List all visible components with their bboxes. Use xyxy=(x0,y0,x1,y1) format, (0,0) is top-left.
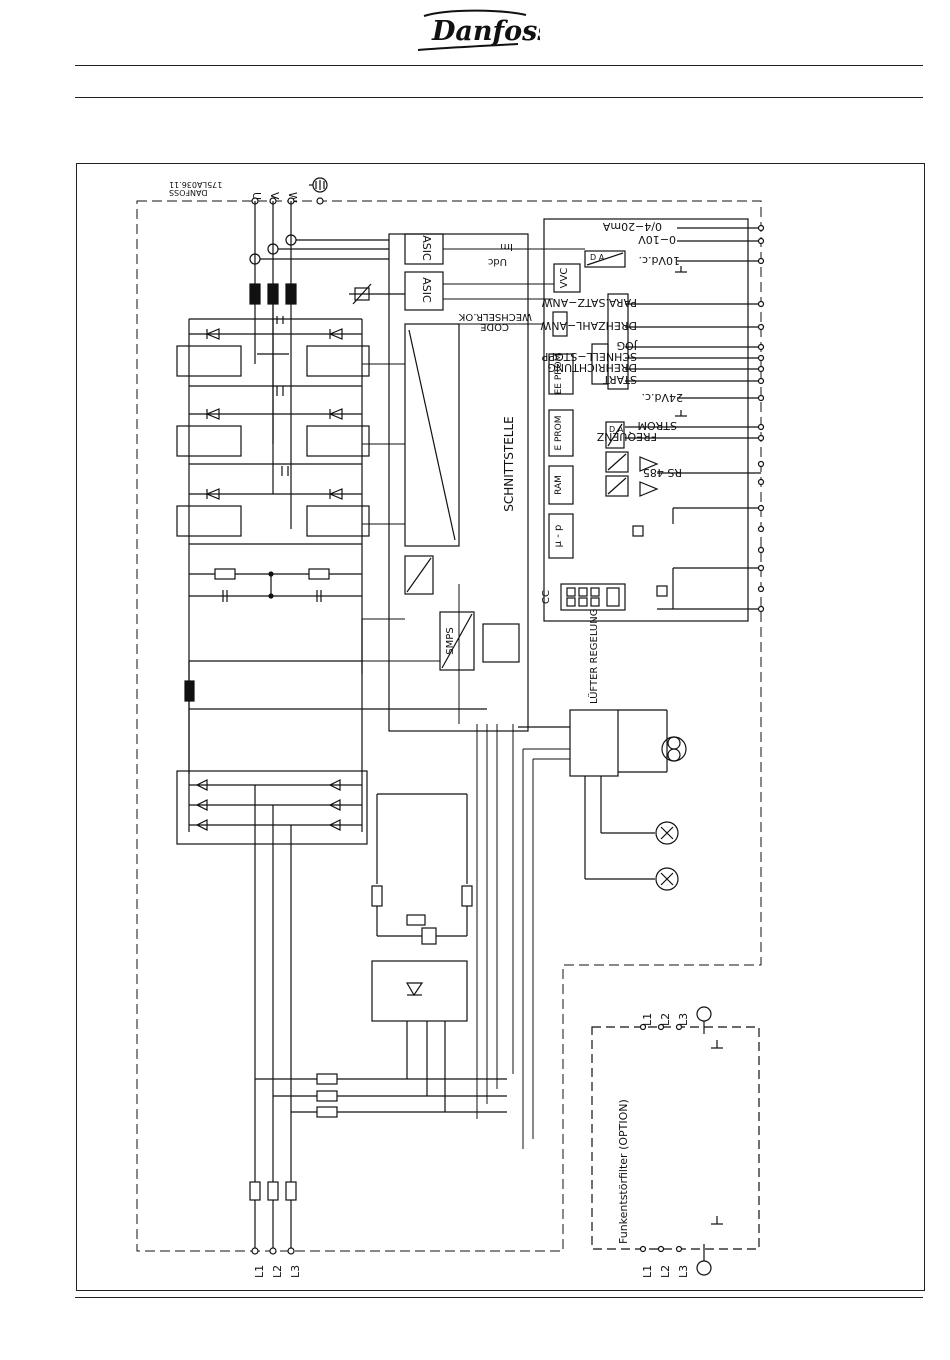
control-card: VVC EE PROM E PROM RAM μ - p CC D A D A xyxy=(541,218,749,622)
terminal-w: W xyxy=(286,192,299,203)
rfi-in-l3: L3 xyxy=(677,1265,690,1278)
im-label: Im xyxy=(500,241,513,252)
terminal-row-0: 0/4−20mA xyxy=(602,220,765,233)
wechselrichter-label: WECHSELR.OK xyxy=(458,311,532,322)
eprom-label: E PROM xyxy=(554,415,564,450)
rfi-filter: Funkentstörfilter (OPTION) L1 L2 L3 L1 L… xyxy=(591,1006,760,1278)
terminal-analog-voltage: 0−10V xyxy=(638,233,676,246)
control-board: ASIC ASIC SCHNITTSTELLE Udc Im CODE WECH… xyxy=(349,233,532,732)
terminal-row-5: JOG xyxy=(617,339,765,352)
drawing-number: 175LA036.11 xyxy=(169,180,222,189)
logo-text: Danfoss xyxy=(431,16,540,47)
terminal-strom: STROM xyxy=(638,419,678,432)
terminal-row-6: SCHNELL−STOPP xyxy=(541,350,765,363)
terminal-10v: 10Vd.c. xyxy=(638,254,680,267)
terminal-para-satz: PARA.SATZ−ANW xyxy=(541,296,637,309)
rfi-out-l2: L2 xyxy=(659,1013,672,1026)
terminal-schnell-stopp: SCHNELL−STOPP xyxy=(541,350,637,363)
terminal-u: U xyxy=(250,192,263,200)
ram-label: RAM xyxy=(554,475,564,495)
rfi-filter-title: Funkentstörfilter (OPTION) xyxy=(617,1099,630,1244)
asic-label-1: ASIC xyxy=(420,235,433,261)
control-terminals: 0/4−20mA 0−10V 10Vd.c. PARA.SATZ−ANW DRE… xyxy=(540,220,765,613)
terminal-row-10: STROM xyxy=(625,419,765,432)
earth-icon xyxy=(309,177,328,205)
terminal-row-9: 24Vd.c. xyxy=(641,391,765,404)
fan-control-label: LÜFTER REGELUNG xyxy=(587,609,600,704)
mains-input-lines: L1 L2 L3 xyxy=(249,785,507,1278)
vvc-label: VVC xyxy=(559,268,570,289)
rectifier-bridge xyxy=(176,619,487,845)
rfi-in-l2: L2 xyxy=(659,1265,672,1278)
code-label: CODE xyxy=(480,321,509,332)
terminal-row-12: RS 485 xyxy=(643,460,765,486)
eeprom-label: EE PROM xyxy=(554,354,564,395)
header-rule-bottom xyxy=(75,97,923,98)
terminal-row-11: FREQUENZ xyxy=(596,430,765,443)
terminal-v: V xyxy=(268,192,281,200)
terminal-frequenz: FREQUENZ xyxy=(596,430,657,443)
output-terminals: U V W xyxy=(250,177,328,205)
da-label-top: D A xyxy=(590,253,605,262)
interface-label: SCHNITTSTELLE xyxy=(502,416,516,511)
terminal-drehrichtung: DREHRICHTUNG xyxy=(547,361,637,374)
da-label-bottom: D A xyxy=(609,425,624,434)
terminal-row-1: 0−10V xyxy=(638,233,765,246)
footer-rule xyxy=(75,1297,923,1298)
drawing-maker: DANFOSS xyxy=(169,188,208,197)
igbt-module-1 xyxy=(176,304,370,494)
terminal-start: START xyxy=(603,373,637,386)
fan-control: LÜFTER REGELUNG xyxy=(518,609,687,891)
mains-l1: L1 xyxy=(253,1265,266,1278)
mains-l3: L3 xyxy=(289,1265,302,1278)
terminal-jog: JOG xyxy=(617,339,638,352)
inverter-bridge xyxy=(176,304,370,774)
gate-drive-wiring xyxy=(189,248,585,1149)
rfi-in-l1: L1 xyxy=(641,1265,654,1278)
terminal-row-3: PARA.SATZ−ANW xyxy=(541,296,765,309)
cpu-label: μ - p xyxy=(553,525,564,548)
soft-charge-circuit xyxy=(371,793,473,1112)
terminal-drehzahl: DREHZAHL−ANW xyxy=(540,319,637,332)
vlt-block-diagram: 175LA036.11 DANFOSS U V W xyxy=(136,177,765,1278)
terminal-row-2: 10Vd.c. xyxy=(638,254,765,267)
rfi-out-l3: L3 xyxy=(677,1013,690,1026)
cc-label: CC xyxy=(541,590,552,604)
terminal-row-4: DREHZAHL−ANW xyxy=(540,319,765,332)
terminal-row-7: DREHRICHTUNG xyxy=(547,361,765,374)
smps-label: SMPS xyxy=(445,627,456,654)
drive-enclosure xyxy=(136,200,762,1252)
udc-label: Udc xyxy=(488,256,507,267)
terminal-rs485: RS 485 xyxy=(643,466,682,479)
asic-label-2: ASIC xyxy=(420,277,433,303)
motor-output-lines xyxy=(249,201,389,529)
danfoss-logo: Danfoss xyxy=(410,6,553,61)
terminal-row-8: START xyxy=(603,373,765,386)
terminal-analog-current: 0/4−20mA xyxy=(602,220,662,233)
block-diagram-frame: 175LA036.11 DANFOSS U V W xyxy=(76,163,925,1291)
header-rule-top xyxy=(75,65,923,66)
mains-l2: L2 xyxy=(271,1265,284,1278)
igbt-module-3 xyxy=(176,488,370,545)
igbt-module-2 xyxy=(176,408,370,465)
rfi-out-l1: L1 xyxy=(641,1013,654,1026)
terminal-24v: 24Vd.c. xyxy=(641,391,683,404)
